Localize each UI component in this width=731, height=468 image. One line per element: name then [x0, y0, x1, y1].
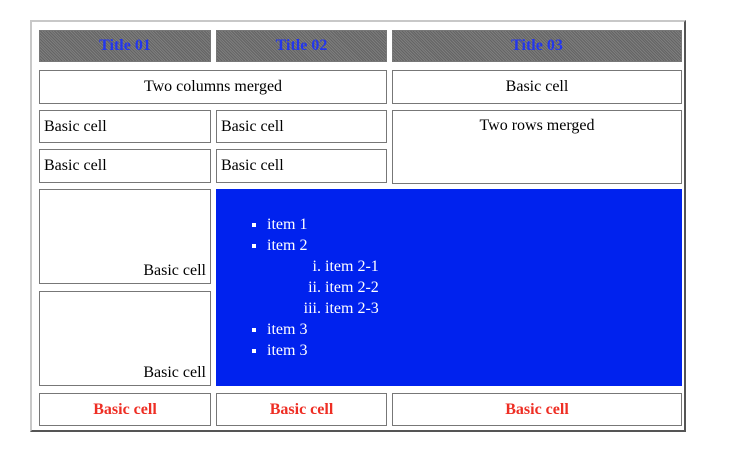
bullet-list: item 1 item 2 item 2-1 item 2-2 item 2-3…: [217, 214, 681, 361]
basic-cell-label: Basic cell: [143, 364, 206, 381]
basic-cell-r3c2: Basic cell: [216, 149, 387, 183]
data-table: Title 01 Title 02 Title 03 Two columns m…: [30, 20, 686, 432]
basic-cell-label: Basic cell: [505, 78, 569, 95]
list-item: item 1: [267, 214, 681, 235]
footer-label: Basic cell: [269, 400, 334, 418]
sublist-item: item 2-1: [325, 256, 681, 277]
footer-label: Basic cell: [505, 400, 569, 418]
merged-columns-label: Two columns merged: [143, 78, 283, 95]
basic-cell-label: Basic cell: [221, 157, 284, 174]
list-item-label: item 2: [267, 237, 308, 254]
sublist-item: item 2-2: [325, 277, 681, 298]
list-item: item 3: [267, 319, 681, 340]
footer-label: Basic cell: [93, 400, 157, 418]
basic-cell-label: Basic cell: [143, 262, 206, 279]
merged-rows-label: Two rows merged: [479, 117, 595, 134]
footer-cell-3: Basic cell: [392, 393, 682, 426]
basic-cell-label: Basic cell: [221, 117, 284, 135]
merged-columns-cell: Two columns merged: [39, 70, 387, 104]
list-cell: item 1 item 2 item 2-1 item 2-2 item 2-3…: [216, 189, 682, 386]
basic-cell-r5c1: Basic cell: [39, 291, 211, 386]
sublist-item: item 2-3: [325, 298, 681, 319]
basic-cell-r2c2: Basic cell: [216, 110, 387, 143]
basic-cell-r2c1: Basic cell: [39, 110, 211, 143]
merged-rows-cell: Two rows merged: [392, 110, 682, 184]
basic-cell-label: Basic cell: [44, 117, 107, 135]
footer-cell-1: Basic cell: [39, 393, 211, 426]
list-item: item 3: [267, 340, 681, 361]
basic-cell-label: Basic cell: [44, 157, 107, 174]
list-item: item 2 item 2-1 item 2-2 item 2-3: [267, 235, 681, 319]
basic-cell-r4c1: Basic cell: [39, 189, 211, 284]
basic-cell-r1c3: Basic cell: [392, 70, 682, 104]
roman-sublist: item 2-1 item 2-2 item 2-3: [267, 256, 681, 319]
header-cell-2: Title 02: [216, 30, 387, 62]
header-cell-1: Title 01: [39, 30, 211, 62]
header-cell-3: Title 03: [392, 30, 682, 62]
footer-cell-2: Basic cell: [216, 393, 387, 426]
basic-cell-r3c1: Basic cell: [39, 149, 211, 183]
